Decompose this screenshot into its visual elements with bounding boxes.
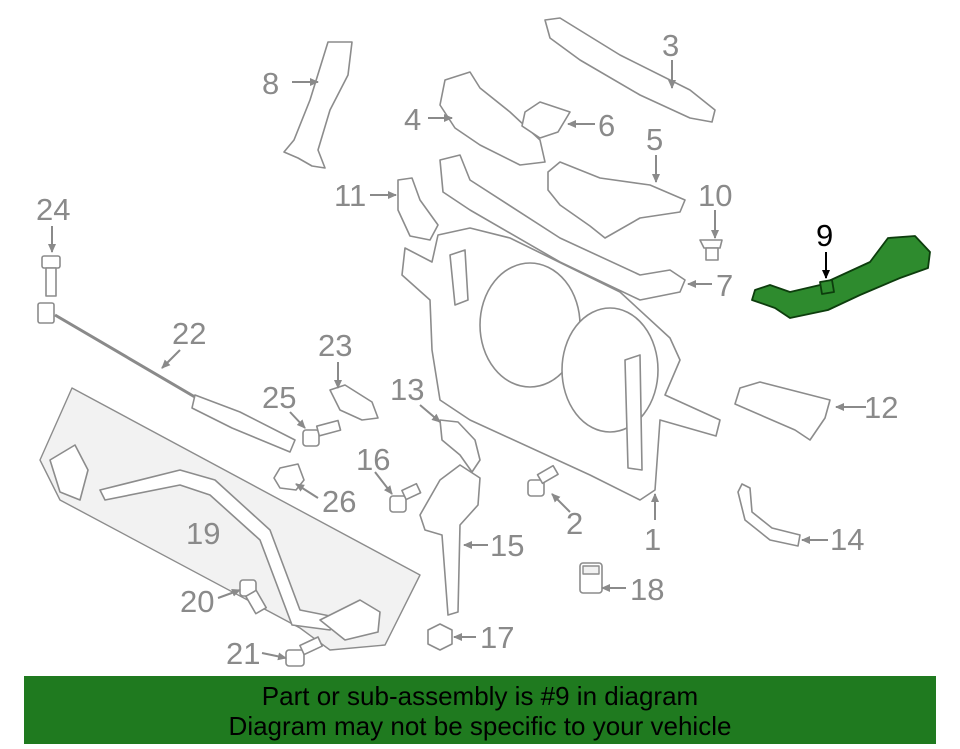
part-24-shape (41, 255, 61, 297)
callout-14[interactable]: 14 (830, 522, 864, 557)
callout-22[interactable]: 22 (172, 316, 206, 351)
callout-1[interactable]: 1 (644, 522, 661, 557)
callout-23[interactable]: 23 (318, 328, 352, 363)
part-11-shape (397, 177, 439, 241)
part-3-shape (544, 17, 716, 123)
part-1-shape (401, 227, 721, 501)
part-22-shape (37, 302, 296, 453)
part-7-shape (439, 154, 686, 301)
callout-18[interactable]: 18 (630, 572, 664, 607)
callout-4[interactable]: 4 (404, 102, 421, 137)
part-8-shape (283, 41, 353, 169)
part-10-shape (699, 239, 723, 261)
part-2-shape (527, 464, 559, 497)
part-15-shape (419, 464, 481, 616)
part-21-shape (285, 636, 324, 667)
callout-8[interactable]: 8 (262, 66, 279, 101)
callout-15[interactable]: 15 (490, 528, 524, 563)
part-25-shape (302, 419, 342, 447)
callout-3[interactable]: 3 (662, 28, 679, 63)
callout-12[interactable]: 12 (864, 390, 898, 425)
part-18-shape (579, 562, 603, 594)
callout-7[interactable]: 7 (716, 268, 733, 303)
part-23-shape (329, 384, 379, 421)
part-5-shape (547, 161, 686, 239)
part-19-shape (39, 387, 421, 651)
callout-5[interactable]: 5 (646, 122, 663, 157)
callout-25[interactable]: 25 (262, 380, 296, 415)
callout-20[interactable]: 20 (180, 584, 214, 619)
callout-19[interactable]: 19 (186, 516, 220, 551)
callout-9[interactable]: 9 (816, 218, 833, 253)
callout-16[interactable]: 16 (356, 442, 390, 477)
callout-17[interactable]: 17 (480, 620, 514, 655)
part-6-shape (521, 101, 571, 139)
callout-24[interactable]: 24 (36, 192, 70, 227)
callout-11[interactable]: 11 (334, 178, 366, 213)
callout-10[interactable]: 10 (698, 178, 732, 213)
part-12-shape (734, 381, 831, 441)
part-9-shape (751, 235, 931, 319)
banner-line-2: Diagram may not be specific to your vehi… (228, 711, 732, 741)
info-banner: Part or sub-assembly is #9 in diagram Di… (24, 676, 936, 744)
callout-2[interactable]: 2 (566, 506, 583, 541)
callout-26[interactable]: 26 (322, 484, 356, 519)
leader-lines (48, 60, 866, 661)
callout-21[interactable]: 21 (226, 636, 260, 671)
part-17-shape (427, 623, 453, 651)
callout-labels: 8 3 4 6 5 11 10 7 9 24 22 23 25 13 12 16… (36, 28, 898, 671)
part-20-shape (239, 579, 267, 615)
part-14-shape (737, 483, 801, 547)
callout-6[interactable]: 6 (598, 108, 615, 143)
part-13-shape (439, 419, 481, 473)
banner-line-1: Part or sub-assembly is #9 in diagram (261, 681, 699, 711)
callout-13[interactable]: 13 (390, 372, 424, 407)
part-16-shape (389, 482, 422, 513)
